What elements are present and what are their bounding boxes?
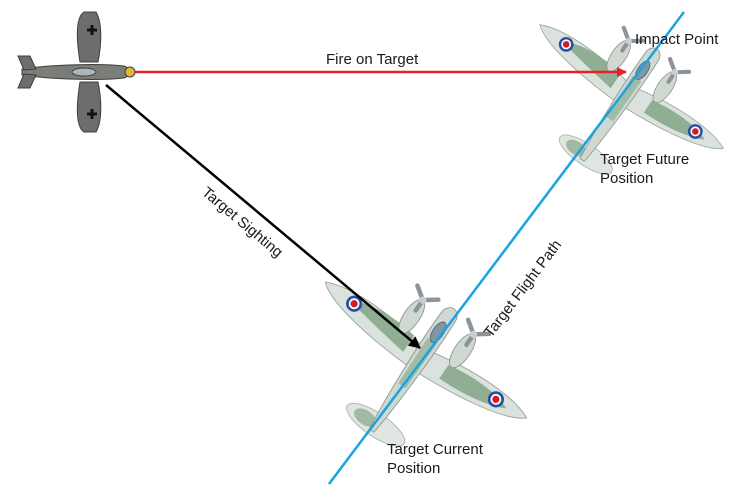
target-future-position-label: Target Future Position (600, 150, 689, 188)
target-future-line2: Position (600, 170, 654, 187)
target-current-position-label: Target Current Position (387, 440, 483, 478)
fire-on-target-label: Fire on Target (326, 51, 419, 68)
target-current-line1: Target Current (387, 441, 483, 458)
target-flight-path-line (328, 11, 685, 485)
target-future-line1: Target Future (600, 151, 690, 168)
sighting-line-arrow (105, 84, 421, 349)
target-current-line2: Position (387, 460, 441, 477)
enemy-fighter-plane-icon (17, 11, 136, 133)
impact-point-label: Impact Point (635, 31, 719, 48)
